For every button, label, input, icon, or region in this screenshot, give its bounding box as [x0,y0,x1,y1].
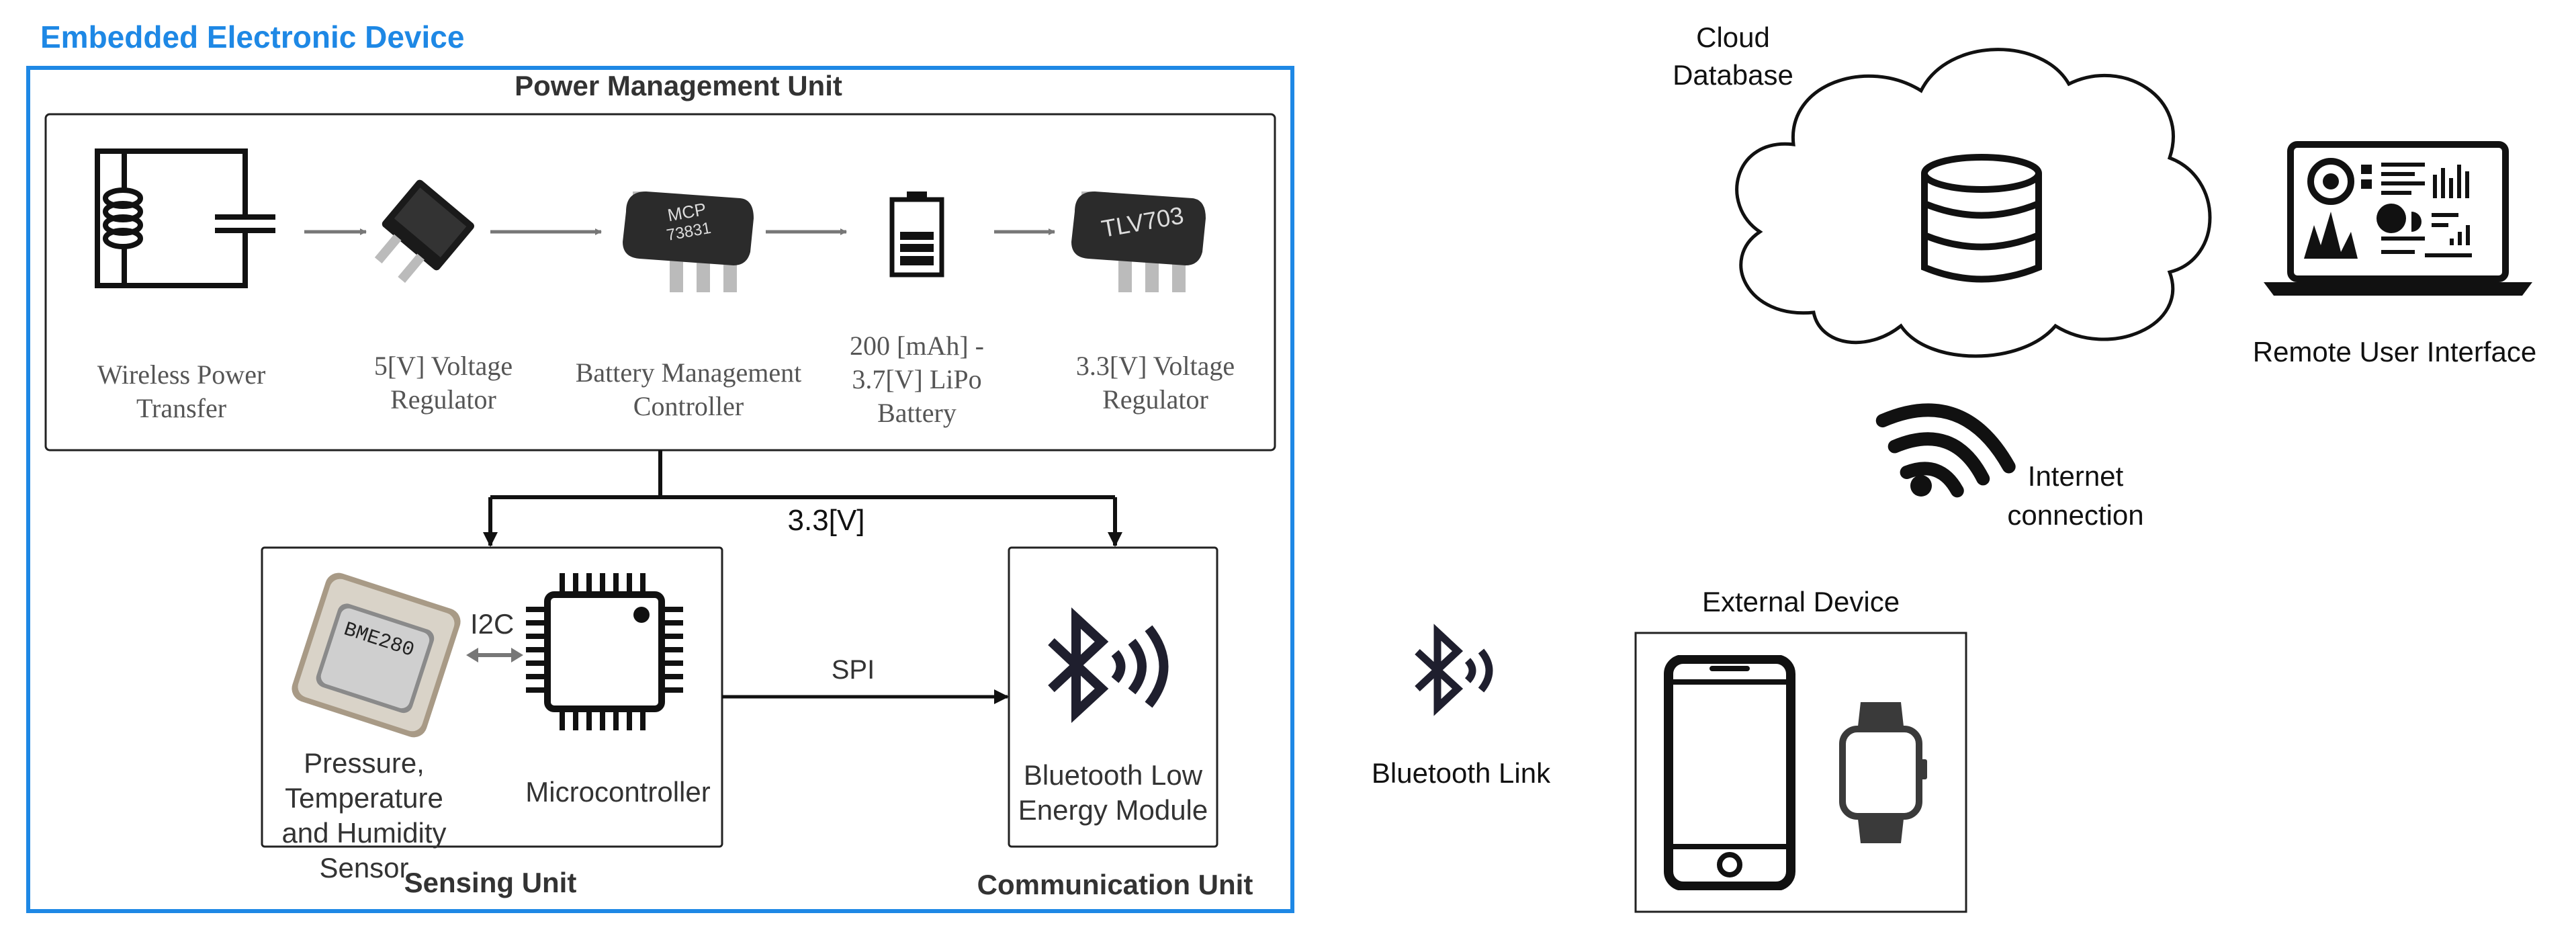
smartwatch-icon [1837,695,1931,853]
smartphone-icon [1659,654,1800,894]
external-device-title: External Device [1701,586,1900,617]
communication-unit-frame [1008,546,1218,848]
regulator-3v3-label: 3.3[V] Voltage Regulator [1075,351,1235,415]
communication-unit-title: Communication Unit [977,869,1253,900]
external-device-frame [1634,632,1967,913]
battery-label: 200 [mAh] - 3.7[V] LiPo Battery [850,331,984,428]
coil-capacitor-icon [84,138,292,302]
wifi-icon [1867,386,2022,511]
bluetooth-link-label: Bluetooth Link [1371,757,1551,789]
bluetooth-module-icon [1038,605,1186,736]
ble-module-label: Bluetooth Low Energy Module [1018,759,1208,826]
bme280-sensor-icon: BME280 [285,568,467,746]
i2c-label: I2C [470,608,515,640]
database-icon [1918,153,2045,291]
embedded-device-title: Embedded Electronic Device [40,19,465,54]
cloud-database-label: Cloud Database [1673,22,1793,91]
embedded-device-frame [26,66,1294,913]
mcp73831-chip-icon: MCP 73831 [613,178,760,302]
laptop-dashboard-icon [2264,138,2532,302]
bms-label: Battery Management Controller [575,357,802,421]
power-unit-title: Power Management Unit [515,70,842,101]
regulator-5v-label: 5[V] Voltage Regulator [373,351,513,415]
sensing-unit-title: Sensing Unit [404,867,577,898]
microcontroller-icon [521,568,689,739]
internet-connection-label: Internet connection [2007,460,2144,531]
sensor-label: Pressure, Temperature and Humidity Senso… [281,747,447,884]
bluetooth-link-icon [1407,622,1515,726]
remote-ui-label: Remote User Interface [2252,336,2537,368]
microcontroller-label: Microcontroller [525,776,711,808]
battery-icon [887,190,947,281]
wireless-power-label: Wireless Power Transfer [97,359,266,423]
voltage-regulator-chip-icon [368,176,489,294]
tlv703-chip-icon: TLV703 [1061,178,1216,302]
rail-3v3-label: 3.3[V] [787,504,865,537]
spi-label: SPI [831,655,875,685]
